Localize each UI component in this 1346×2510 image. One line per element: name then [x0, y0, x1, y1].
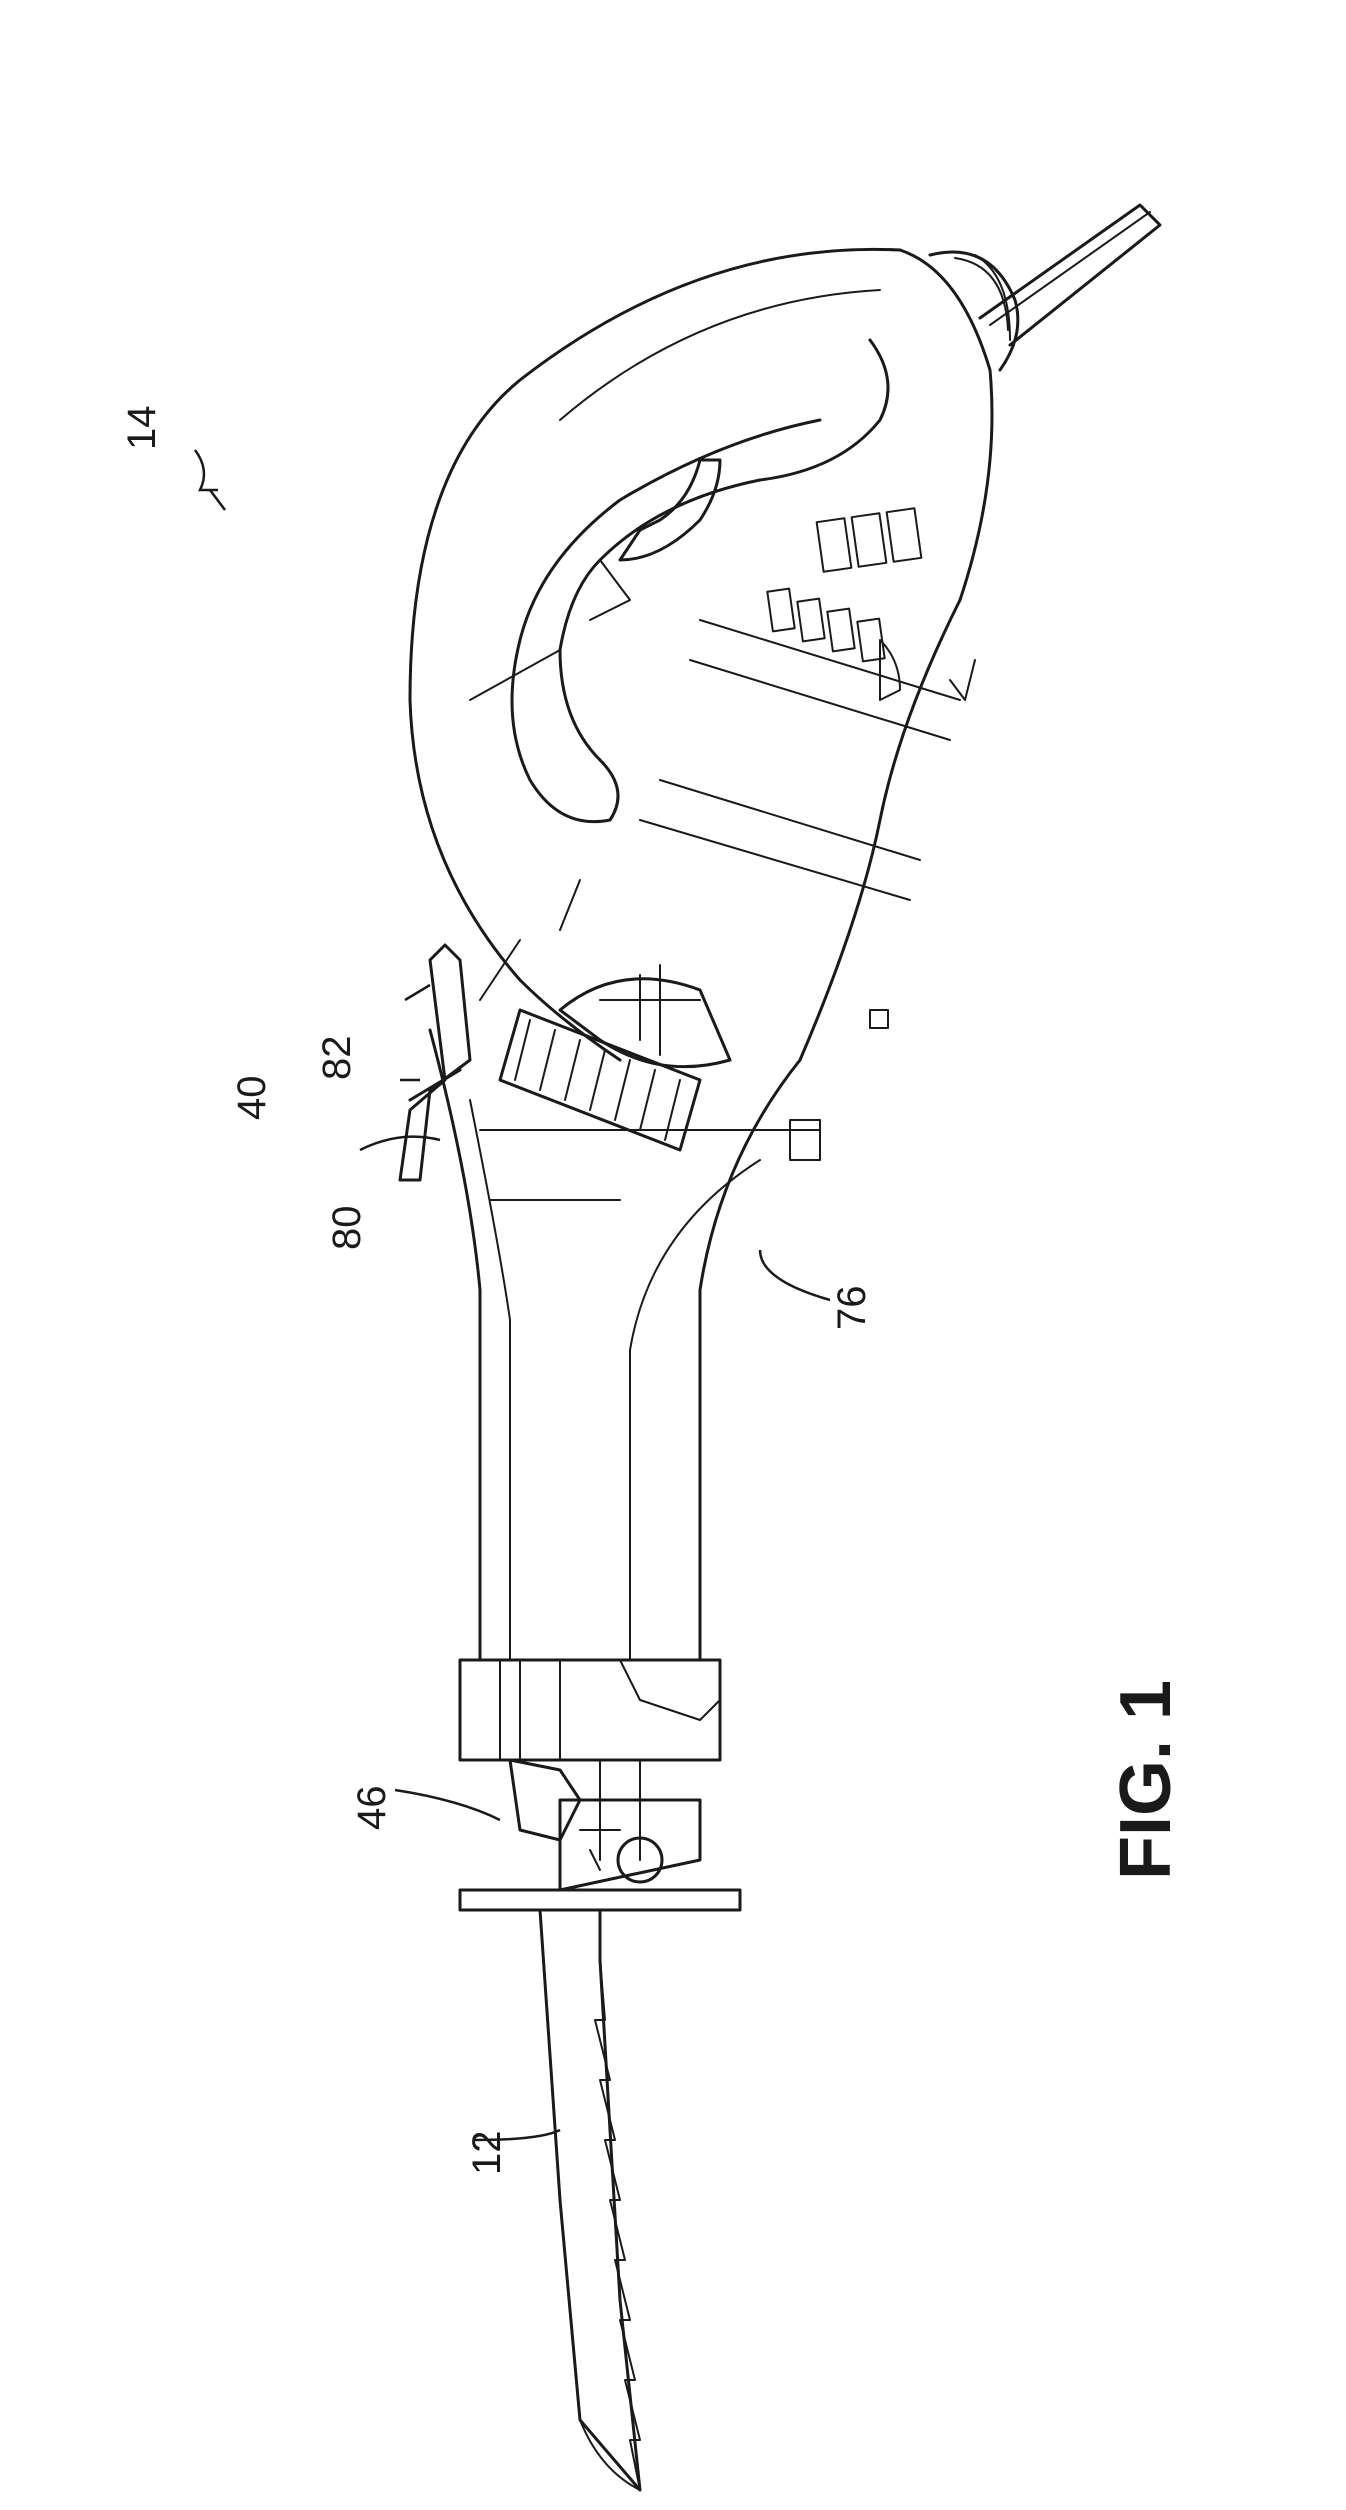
blade-holder: [560, 1800, 700, 1890]
label-80: 80: [325, 1206, 369, 1251]
lever-assembly: [400, 945, 470, 1180]
vent-slots: [767, 508, 975, 700]
label-76: 76: [830, 1286, 874, 1331]
label-82: 82: [315, 1036, 359, 1081]
shoe-plate: [460, 1890, 740, 1960]
label-14: 14: [120, 406, 164, 451]
cord-strain-relief: [930, 252, 1018, 370]
label-40: 40: [230, 1076, 274, 1121]
speed-dial: [560, 965, 730, 1067]
rear-handle: [410, 249, 992, 980]
motor-housing: [480, 600, 960, 1060]
label-46: 46: [350, 1786, 394, 1831]
figure-caption: FIG. 1: [1106, 1680, 1186, 1880]
saw-blade: [540, 1910, 640, 2490]
trigger: [590, 460, 720, 620]
label-12: 12: [465, 2131, 509, 2176]
ribbed-grip: [480, 1010, 888, 1160]
